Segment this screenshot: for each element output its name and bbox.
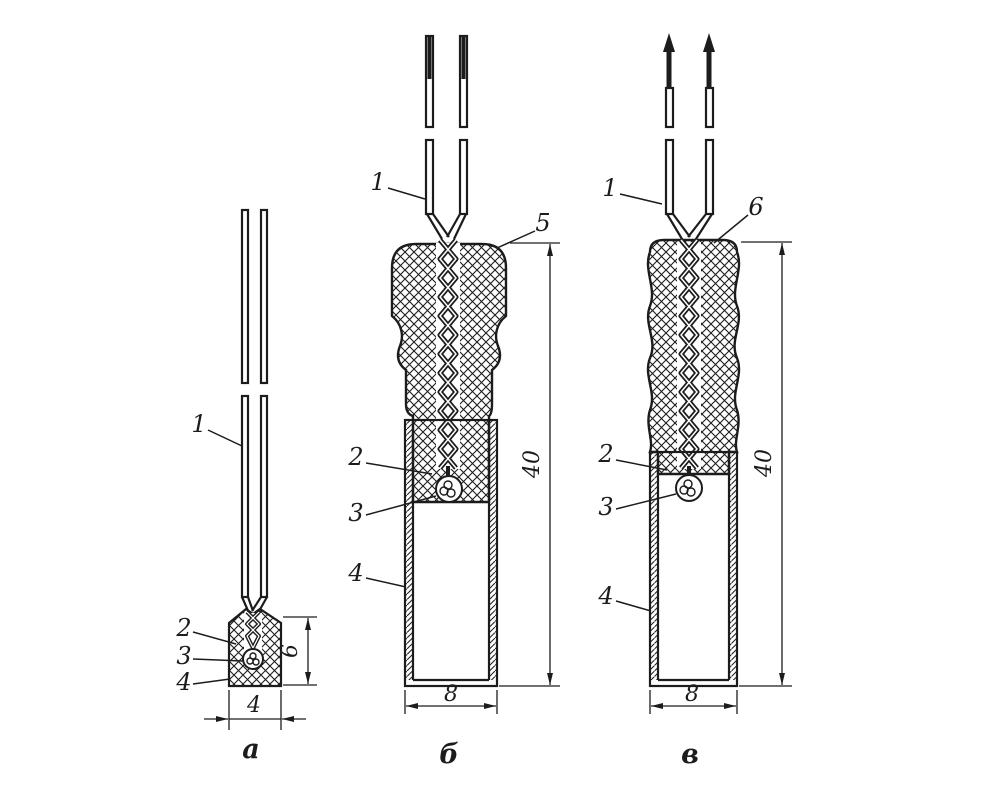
dimension-height-a: 6	[278, 616, 317, 686]
dimension-height-b: 40	[499, 242, 560, 687]
callout-junction-a: 3	[176, 642, 191, 670]
dimension-height-v: 40	[739, 241, 792, 687]
callout-case-b: 4	[347, 559, 363, 587]
variant-b: 1 5 2 3 4 40 8 б	[347, 34, 560, 770]
dimension-width-v: 8	[649, 682, 738, 714]
callout-insulation-v: 2	[597, 440, 613, 468]
dimension-width-b: 8	[404, 682, 498, 714]
leader-insulation-b	[365, 462, 433, 475]
leader-junction-a	[192, 658, 244, 662]
leader-case-a	[192, 678, 231, 685]
leader-case-b	[365, 577, 407, 588]
callout-junction-b: 3	[348, 499, 363, 527]
dim-height-v: 40	[752, 449, 777, 478]
leader-junction-b	[365, 495, 437, 516]
thermocouple-wires-a	[240, 208, 269, 614]
leader-insulation-v	[615, 459, 668, 471]
leader-junction-v	[615, 493, 677, 510]
callout-junction-v: 3	[598, 493, 613, 521]
variant-a: 1 2 3 4 6 4 а	[175, 208, 317, 765]
callout-insulation-b: 2	[347, 443, 363, 471]
protective-case-v	[648, 450, 739, 688]
callout-insulation-a: 2	[175, 614, 191, 642]
junction-coil-b	[439, 480, 456, 498]
thermocouple-wires-b	[424, 34, 469, 240]
caption-b: б	[439, 739, 459, 770]
callout-sleeve-v: 6	[748, 193, 763, 221]
callout-bushing-b: 5	[535, 209, 550, 237]
protective-case-b	[403, 418, 499, 688]
caption-v: в	[681, 739, 699, 770]
thermocouple-wires-v	[663, 33, 715, 240]
leader-sleeve-v	[713, 214, 749, 244]
dim-height-b: 40	[520, 450, 545, 479]
twisted-pair-a	[245, 610, 261, 649]
leader-wire-a	[207, 429, 243, 447]
caption-a: а	[242, 734, 260, 765]
variant-v: 1 6 2 3 4 40 8 в	[597, 33, 792, 770]
callout-wire-v: 1	[602, 174, 617, 202]
dimension-width-a: 4	[204, 690, 306, 730]
callout-case-a: 4	[175, 668, 191, 696]
dim-width-b: 8	[444, 682, 458, 707]
leader-bushing-b	[496, 230, 536, 249]
leader-wire-v	[619, 193, 663, 205]
leader-case-v	[615, 600, 652, 612]
junction-coil-v	[679, 479, 696, 497]
leader-wire-b	[387, 187, 426, 200]
callout-wire-b: 1	[370, 168, 385, 196]
dim-height-a: 6	[278, 644, 303, 658]
junction-coil-a	[246, 652, 260, 666]
callout-wire-a: 1	[191, 410, 206, 438]
dim-width-a: 4	[246, 693, 261, 718]
twisted-pair-b	[437, 238, 459, 478]
dim-width-v: 8	[685, 682, 699, 707]
twisted-pair-v	[678, 238, 700, 477]
leader-insulation-a	[192, 631, 237, 645]
callout-case-v: 4	[597, 582, 613, 610]
